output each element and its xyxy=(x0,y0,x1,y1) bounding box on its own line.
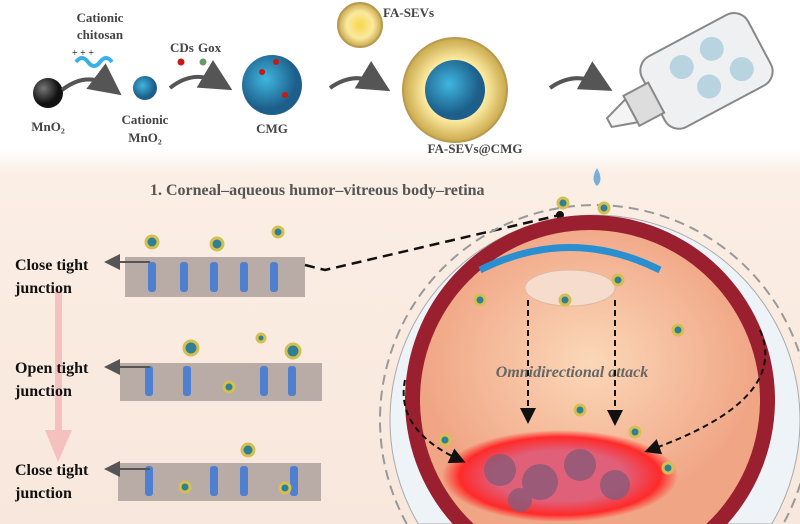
junction-pointer-arrows xyxy=(104,254,150,477)
junction-label-2-line1: Open tight xyxy=(15,360,89,377)
chitosan-label-1: Cationic xyxy=(77,10,124,25)
zoom-callout-line xyxy=(304,213,561,272)
cmg-label: CMG xyxy=(256,121,288,136)
cationic-mno2-label-1: Cationic xyxy=(122,112,169,127)
cornea xyxy=(478,244,662,274)
fa-sevs-cmg-label: FA-SEVs@CMG xyxy=(428,141,523,156)
lens xyxy=(524,269,616,307)
progression-arrow xyxy=(45,290,72,462)
arrow-icon xyxy=(60,63,122,96)
mno2-label: MnO₂ xyxy=(31,119,65,134)
junction-label-1-line1: Close tight xyxy=(15,257,89,274)
chitosan-chain-icon xyxy=(74,56,114,68)
gox-label: Gox xyxy=(198,40,222,55)
cd-dot-icon xyxy=(177,58,185,66)
cd-dot-icon xyxy=(273,59,279,65)
arrow-icon xyxy=(548,61,613,91)
attack-arrows xyxy=(402,300,767,464)
cmg-core xyxy=(425,60,485,120)
tight-junction-proteins xyxy=(145,262,298,496)
cmg-particle xyxy=(242,55,302,115)
cd-dot-icon xyxy=(259,69,265,75)
junction-label-3-line1: Close tight xyxy=(15,462,89,479)
cd-dot-icon xyxy=(282,92,288,98)
junction-label-2-line2: junction xyxy=(14,383,72,400)
cationic-mno2-particle xyxy=(133,76,157,100)
junction-label-1-line2: junction xyxy=(14,280,72,297)
mno2-particle xyxy=(33,78,63,108)
attack-label: Omnidirectional attack xyxy=(496,364,648,381)
gox-icon xyxy=(199,58,207,66)
drop-icon xyxy=(593,168,601,186)
arrow-icon xyxy=(328,60,391,92)
pathway-heading: 1. Corneal–aqueous humor–vitreous body–r… xyxy=(150,182,485,199)
chitosan-label-2: chitosan xyxy=(77,27,124,42)
plus-charges-icon: + + + xyxy=(72,48,94,59)
tumor-cells xyxy=(484,449,630,512)
arrow-icon xyxy=(168,60,233,91)
nanoparticles xyxy=(438,196,685,475)
cds-label: CDs xyxy=(170,40,194,55)
eye-drop-bottle-icon xyxy=(605,12,774,130)
tumor-glow xyxy=(442,430,678,522)
junction-label-3-line2: junction xyxy=(14,485,72,502)
cornea-point xyxy=(556,211,564,219)
fa-sev-vesicle xyxy=(337,2,383,48)
fa-sevs-label: FA-SEVs xyxy=(383,5,434,20)
nanoparticles xyxy=(144,225,302,495)
cationic-mno2-label-2: MnO₂ xyxy=(128,130,162,145)
